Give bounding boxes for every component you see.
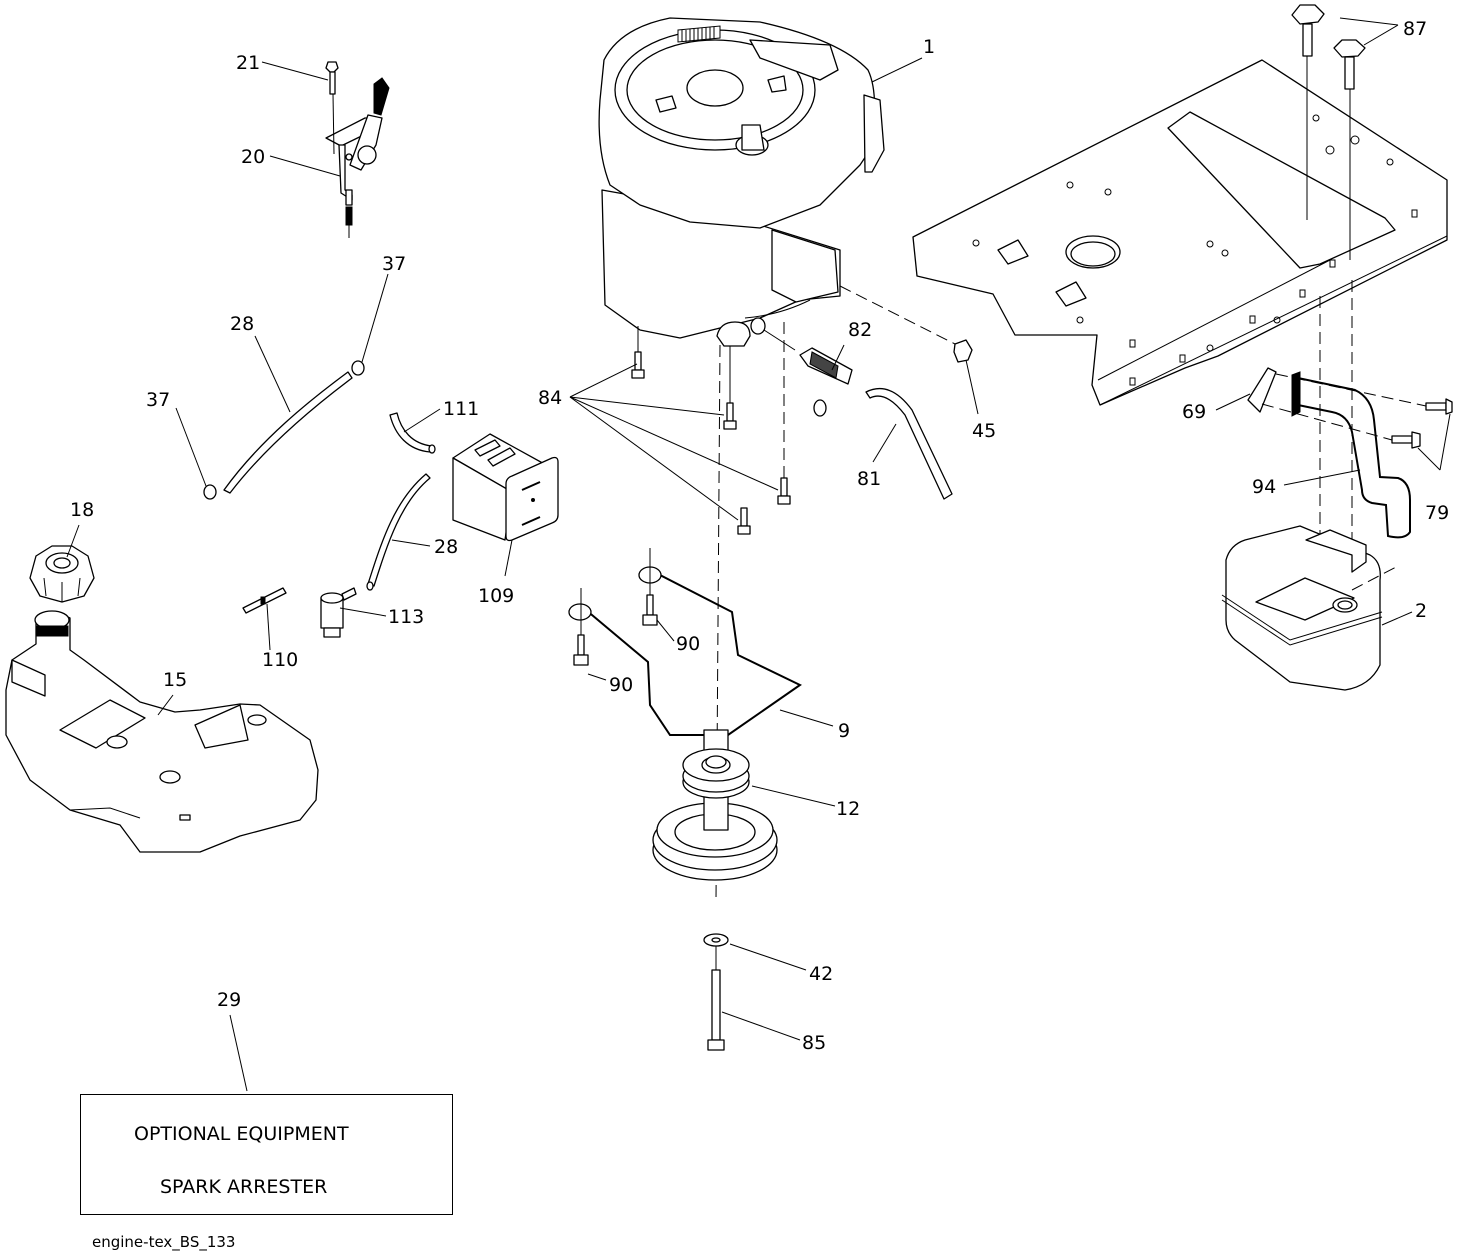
fuel-filter-box-part xyxy=(452,433,559,542)
callout-28: 28 xyxy=(230,313,254,335)
callout-94: 94 xyxy=(1252,476,1276,498)
callout-109: 109 xyxy=(478,585,514,607)
exhaust-pipe-part xyxy=(1291,371,1411,539)
callout-15: 15 xyxy=(163,669,187,691)
bolts-79-part xyxy=(1261,373,1453,449)
assembly-axis xyxy=(715,344,721,901)
fuel-hose-lower-part xyxy=(366,473,431,591)
callout-18: 18 xyxy=(70,499,94,521)
fuel-hose-upper-part xyxy=(203,360,365,500)
screw-part xyxy=(325,61,339,155)
callout-29: 29 xyxy=(217,989,241,1011)
callout-81: 81 xyxy=(857,468,881,490)
optional-equipment-note: OPTIONAL EQUIPMENT SPARK ARRESTER xyxy=(80,1094,453,1215)
fuel-pump-part xyxy=(320,587,357,638)
oil-drain-valve-part xyxy=(763,329,853,417)
callout-79: 79 xyxy=(1425,502,1449,524)
engine-pulley-part xyxy=(652,729,778,881)
callout-37: 37 xyxy=(382,253,406,275)
callout-21: 21 xyxy=(236,52,260,74)
muffler-part xyxy=(1221,525,1399,691)
fuel-tank-part xyxy=(5,610,319,853)
callout-labels: 21 20 37 28 37 111 28 109 110 113 18 15 … xyxy=(70,18,1449,1054)
callout-110: 110 xyxy=(262,649,298,671)
callout-90: 90 xyxy=(609,674,633,696)
callout-111: 111 xyxy=(443,398,479,420)
callout-1: 1 xyxy=(923,36,935,58)
callout-42: 42 xyxy=(809,963,833,985)
callout-12: 12 xyxy=(836,798,860,820)
callout-87: 87 xyxy=(1403,18,1427,40)
flange-bolts-part xyxy=(1291,4,1366,560)
engine-part xyxy=(598,17,885,347)
callout-20: 20 xyxy=(241,146,265,168)
hose-111-part xyxy=(389,412,436,454)
gasket-part xyxy=(1247,367,1277,413)
chassis-plate-part xyxy=(912,59,1448,406)
leader-lines xyxy=(66,17,1451,1092)
callout-9: 9 xyxy=(838,720,850,742)
callout-90: 90 xyxy=(676,633,700,655)
note-title: OPTIONAL EQUIPMENT xyxy=(134,1123,349,1145)
engine-bolts-part xyxy=(631,322,791,535)
callout-45: 45 xyxy=(972,420,996,442)
fuel-cap-part xyxy=(29,545,95,603)
nut-part xyxy=(839,285,973,363)
callout-2: 2 xyxy=(1415,600,1427,622)
note-item: SPARK ARRESTER xyxy=(160,1176,328,1198)
callout-85: 85 xyxy=(802,1032,826,1054)
t-connector-part xyxy=(242,587,287,614)
callout-69: 69 xyxy=(1182,401,1206,423)
throttle-control-part xyxy=(325,77,390,238)
callout-37: 37 xyxy=(146,389,170,411)
callout-113: 113 xyxy=(388,606,424,628)
drain-hose-part xyxy=(865,387,953,500)
callout-84: 84 xyxy=(538,387,562,409)
pulley-bolt-part xyxy=(707,946,725,1051)
figure-id: engine-tex_BS_133 xyxy=(92,1233,236,1251)
callout-28: 28 xyxy=(434,536,458,558)
washer-part xyxy=(703,933,729,947)
callout-82: 82 xyxy=(848,319,872,341)
